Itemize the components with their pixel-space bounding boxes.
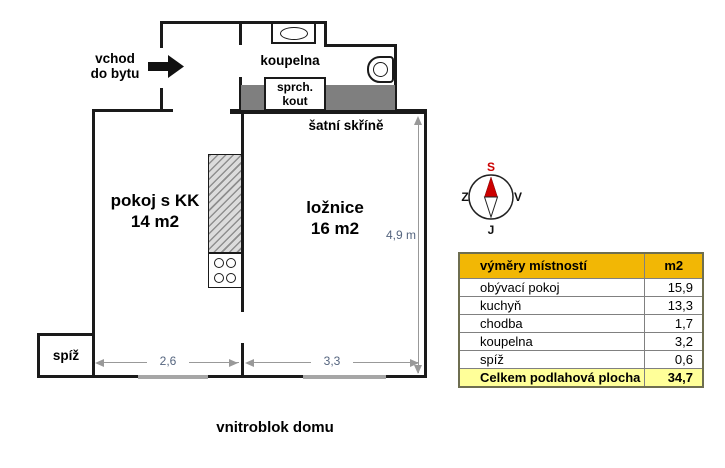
dim-line-height [418, 118, 419, 373]
room-name: chodba [458, 313, 645, 333]
shower-label: sprch.kout [276, 80, 313, 108]
compass-icon: S J Z V [461, 160, 522, 237]
total-label: Celkem podlahová plocha [458, 367, 645, 388]
room-area: 15,9 [643, 277, 704, 297]
room-name: obývací pokoj [458, 277, 645, 297]
compass-needle-south [483, 196, 499, 219]
kitchen-counter [208, 154, 242, 253]
room-name: kuchyň [458, 295, 645, 315]
dim-arrow-icon [229, 359, 238, 367]
compass-north-label: S [487, 160, 495, 174]
wall-hall-bath-lower [239, 77, 242, 112]
stove [208, 253, 242, 288]
room-areas-table: výměry místností m2 obývací pokoj 15,9 k… [458, 252, 704, 388]
wall-left [92, 109, 95, 378]
dim-arrow-icon [410, 359, 419, 367]
entrance-arrow-icon [148, 55, 184, 78]
table-header-unit: m2 [643, 252, 704, 279]
burner-icon [226, 257, 236, 268]
window-living [138, 375, 208, 379]
wall-bedroom-top [230, 109, 427, 114]
table-total-row: Celkem podlahová plocha 34,7 [458, 367, 704, 388]
dim-arrow-icon [95, 359, 104, 367]
wall-divider-lower [241, 343, 244, 375]
window-bedroom [303, 375, 386, 379]
compass-south-label: J [488, 223, 495, 237]
dim-arrow-icon [414, 365, 422, 374]
table-row: koupelna 3,2 [458, 331, 704, 351]
wall-top-step-vertical [324, 21, 327, 47]
dim-width-right: 3,3 [311, 354, 353, 368]
pantry-box [37, 333, 95, 378]
wardrobe-label: šatní skříně [308, 118, 384, 133]
room-name: spíž [458, 349, 645, 369]
toilet [367, 56, 394, 83]
table-row: spíž 0,6 [458, 349, 704, 369]
burner-icon [214, 273, 224, 284]
room-area: 3,2 [643, 331, 704, 351]
total-area: 34,7 [643, 367, 704, 388]
table-header-name: výměry místností [458, 252, 645, 279]
wall-living-top [92, 109, 173, 112]
dim-height: 4,9 m [376, 228, 418, 242]
wall-top-right [324, 44, 397, 47]
shower-box [264, 77, 326, 111]
table-header-row: výměry místností m2 [458, 252, 704, 279]
wall-entry-lower [160, 88, 163, 112]
bathroom-label: koupelna [260, 53, 320, 68]
room-area: 13,3 [643, 295, 704, 315]
washbasin [271, 22, 316, 44]
room-area: 1,7 [643, 313, 704, 333]
burner-icon [214, 257, 224, 268]
compass-east-label: V [514, 190, 522, 204]
washbasin-bowl-icon [279, 26, 308, 40]
wall-entry-upper [160, 21, 163, 48]
wall-right [424, 109, 427, 378]
dim-arrow-icon [414, 116, 422, 125]
wall-bathroom-right [394, 44, 397, 112]
room-name: koupelna [458, 331, 645, 351]
dim-arrow-icon [245, 359, 254, 367]
wall-divider-upper [241, 112, 244, 312]
wall-bottom [92, 375, 427, 378]
compass-west-label: Z [461, 190, 468, 204]
dim-width-left: 2,6 [147, 354, 189, 368]
wall-hall-bath-upper [239, 21, 242, 45]
table-row: kuchyň 13,3 [458, 295, 704, 315]
room-area: 0,6 [643, 349, 704, 369]
compass-needle-north [484, 176, 498, 198]
burner-icon [226, 273, 236, 284]
wall-top [160, 21, 327, 24]
toilet-bowl-icon [373, 62, 388, 77]
table-row: obývací pokoj 15,9 [458, 277, 704, 297]
table-row: chodba 1,7 [458, 313, 704, 333]
pantry-label: spíž [52, 348, 80, 363]
caption: vnitroblok domu [216, 419, 334, 436]
